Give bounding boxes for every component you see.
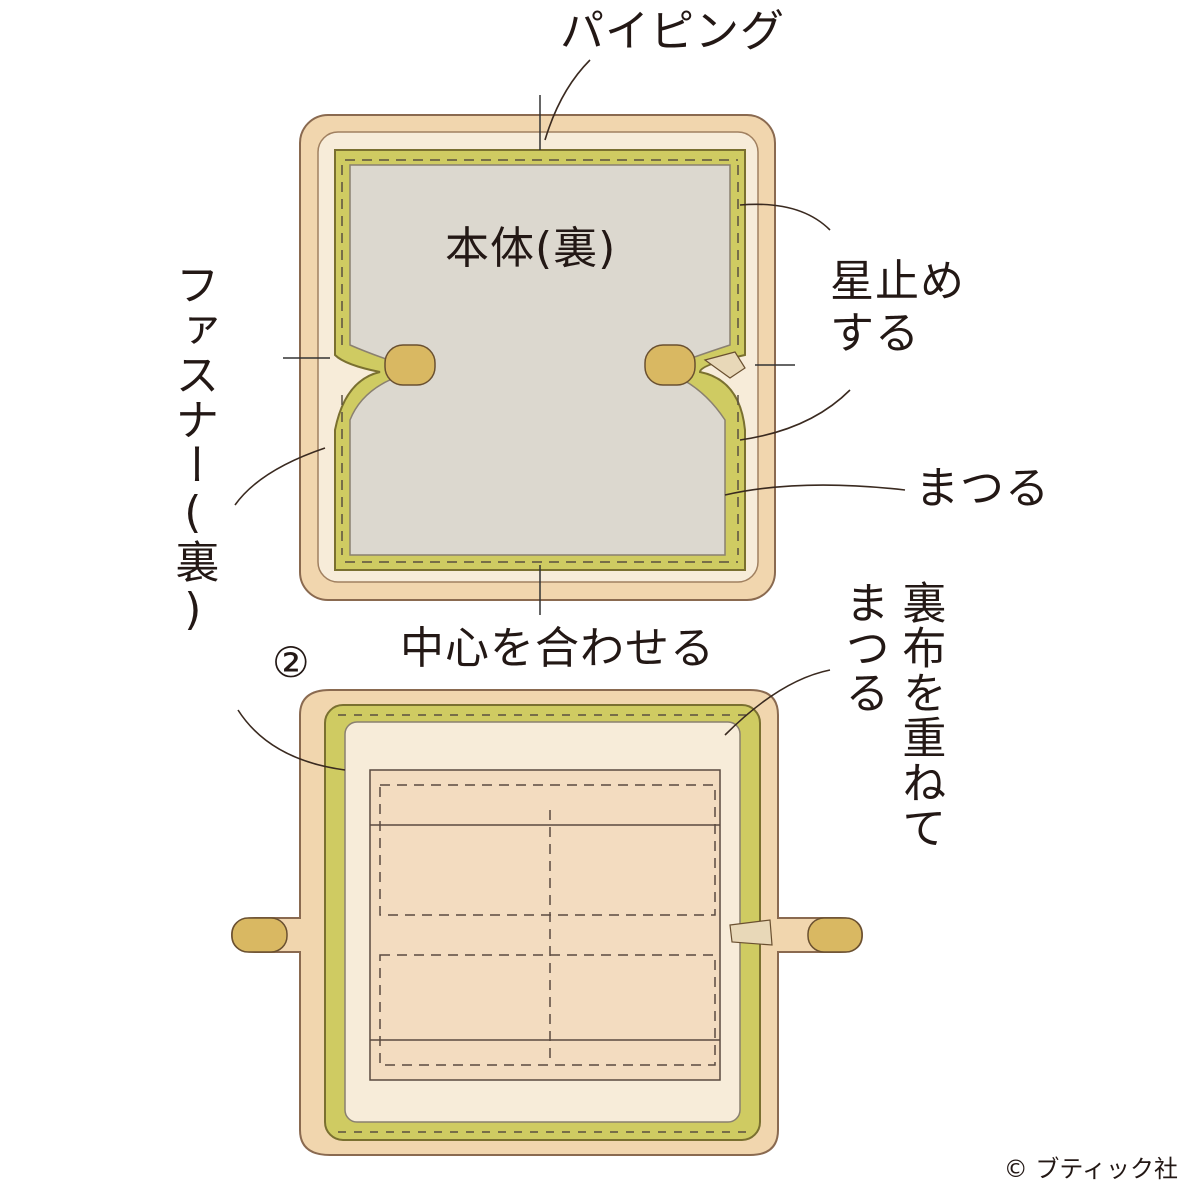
label-body-back: 本体(裏) [445,223,617,274]
zipper-pull-bottom [729,919,773,946]
card-pockets [369,769,721,1081]
zipper-pull-top [703,351,746,379]
step-number: ② [272,638,311,687]
top-tab-left [384,344,436,386]
label-star-stitch-line2: する [830,308,920,359]
bottom-wallet [230,689,864,1156]
top-wallet [283,95,795,615]
label-lining-line2: まつる [837,580,889,715]
bottom-tab-left [231,917,288,953]
label-piping: パイピング [560,6,785,57]
label-lining-line1: 裏布を重ねて [894,580,946,850]
leader-lines [234,59,906,771]
label-zipper-back: ファスナー(裏) [167,262,219,636]
label-align-center: 中心を合わせる [400,623,715,674]
copyright: © ブティック社 [1003,1155,1178,1183]
label-hem-stitch: まつる [915,463,1050,514]
top-tab-right [644,344,696,386]
label-star-stitch-line1: 星止め [830,256,965,307]
bottom-tab-right [807,917,863,953]
